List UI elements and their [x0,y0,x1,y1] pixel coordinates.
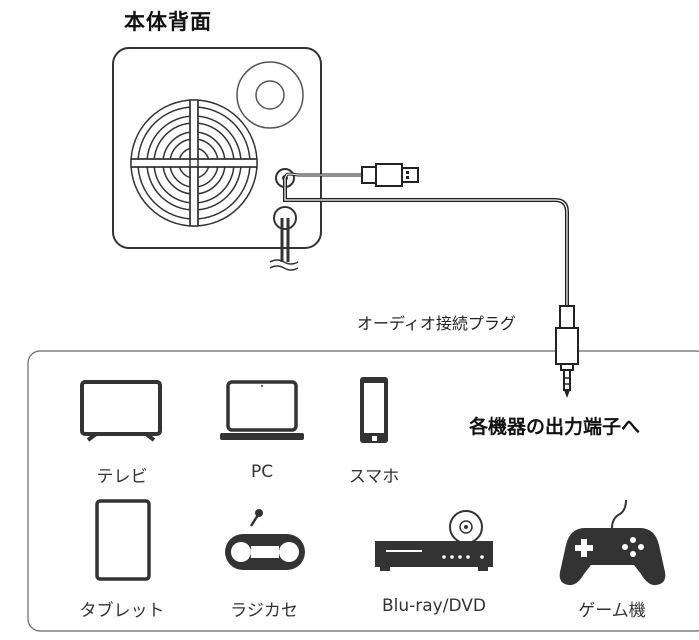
smartphone-icon [360,377,388,443]
device-label-smartphone: スマホ [348,467,400,487]
radio-cassette-icon [225,509,305,570]
diagram-title: 本体背面 [124,10,212,34]
device-label-radio-cassette: ラジカセ [230,601,298,621]
device-rear-panel [112,47,322,249]
speaker-grille-icon [130,99,258,227]
audio-plug-label: オーディオ接続プラグ [357,314,516,333]
destination-label: 各機器の出力端子へ [469,416,641,438]
device-label-pc: PC [250,462,274,482]
device-label-game-console: ゲーム機 [578,601,646,621]
devices-panel [27,350,699,632]
device-label-bluray: Blu-ray/DVD [381,596,486,616]
knob-icon [236,61,304,129]
laptop-icon [220,380,304,440]
bluray-player-icon [375,510,493,571]
audio-cable [283,178,569,308]
device-label-tablet: タブレット [79,601,165,621]
device-label-tv: テレビ [96,467,148,487]
tablet-icon [95,499,151,581]
power-port-icon [269,206,299,271]
tv-icon [80,380,162,442]
game-controller-icon [559,499,666,586]
